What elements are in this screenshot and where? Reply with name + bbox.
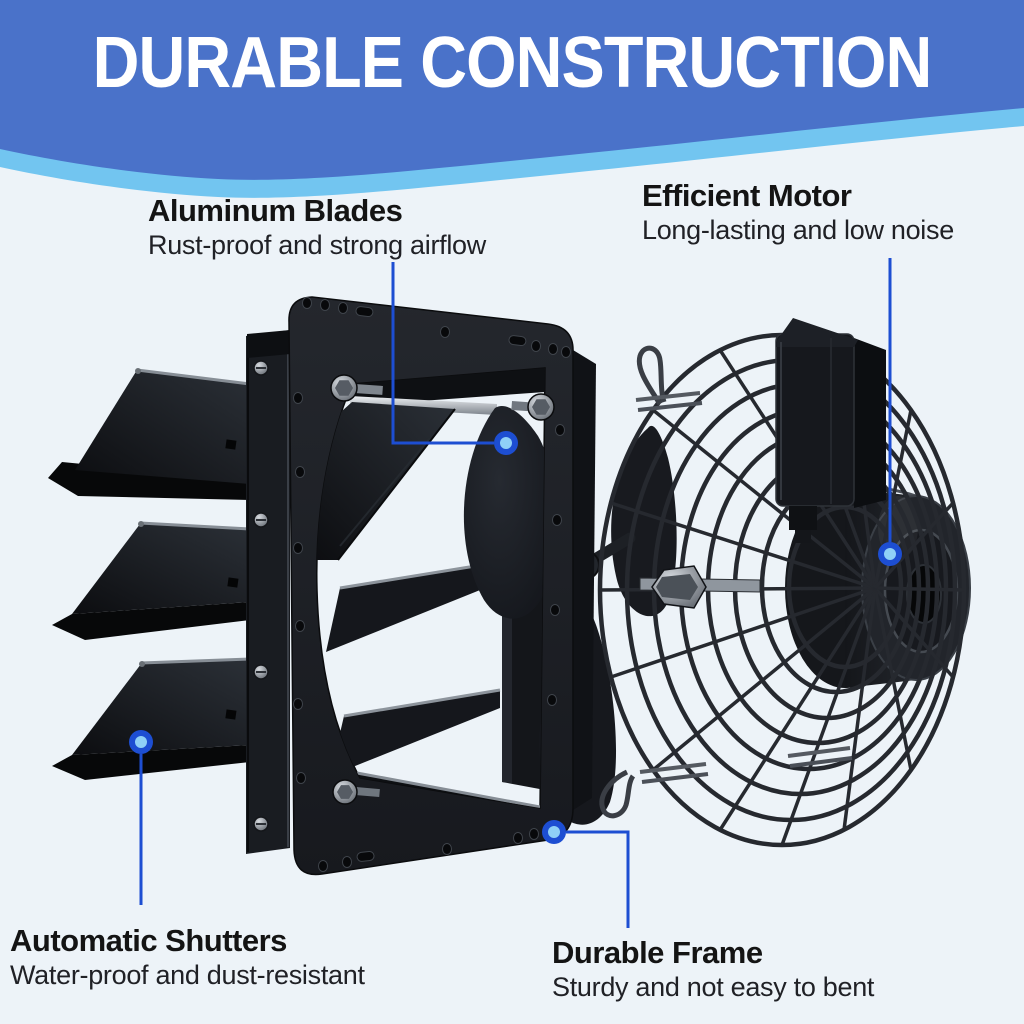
callout-title: Aluminum Blades [148,193,403,228]
callout-subtitle: Rust-proof and strong airflow [148,230,486,261]
frame-screw-holes [293,297,571,872]
callout-efficient-motor: Efficient Motor Long-lasting and low noi… [642,178,954,246]
guard-hooks [599,345,853,819]
capacitor-box [775,318,886,543]
mounting-frame [288,296,596,876]
callout-aluminum-blades: Aluminum Blades Rust-proof and strong ai… [148,193,486,261]
callout-title: Efficient Motor [642,178,852,213]
blades-leader-line [391,262,494,445]
motor-shaft [639,565,761,609]
banner-title: DURABLE CONSTRUCTION [92,23,933,103]
callout-title: Automatic Shutters [10,923,287,958]
callout-dots [129,431,902,844]
rail-screws [253,360,269,832]
callout-durable-frame: Durable Frame Sturdy and not easy to ben… [552,935,875,1003]
callout-subtitle: Sturdy and not easy to bent [552,972,875,1003]
axle-bolts [330,374,555,805]
shutter-slats [48,328,312,854]
callout-subtitle: Water-proof and dust-resistant [10,960,365,991]
callout-subtitle: Long-lasting and low noise [642,215,954,246]
header-wave [0,0,1024,198]
callout-lines [139,258,892,928]
callout-title: Durable Frame [552,935,763,970]
frame-leader-line [566,830,630,928]
callout-automatic-shutters: Automatic Shutters Water-proof and dust-… [10,923,365,991]
